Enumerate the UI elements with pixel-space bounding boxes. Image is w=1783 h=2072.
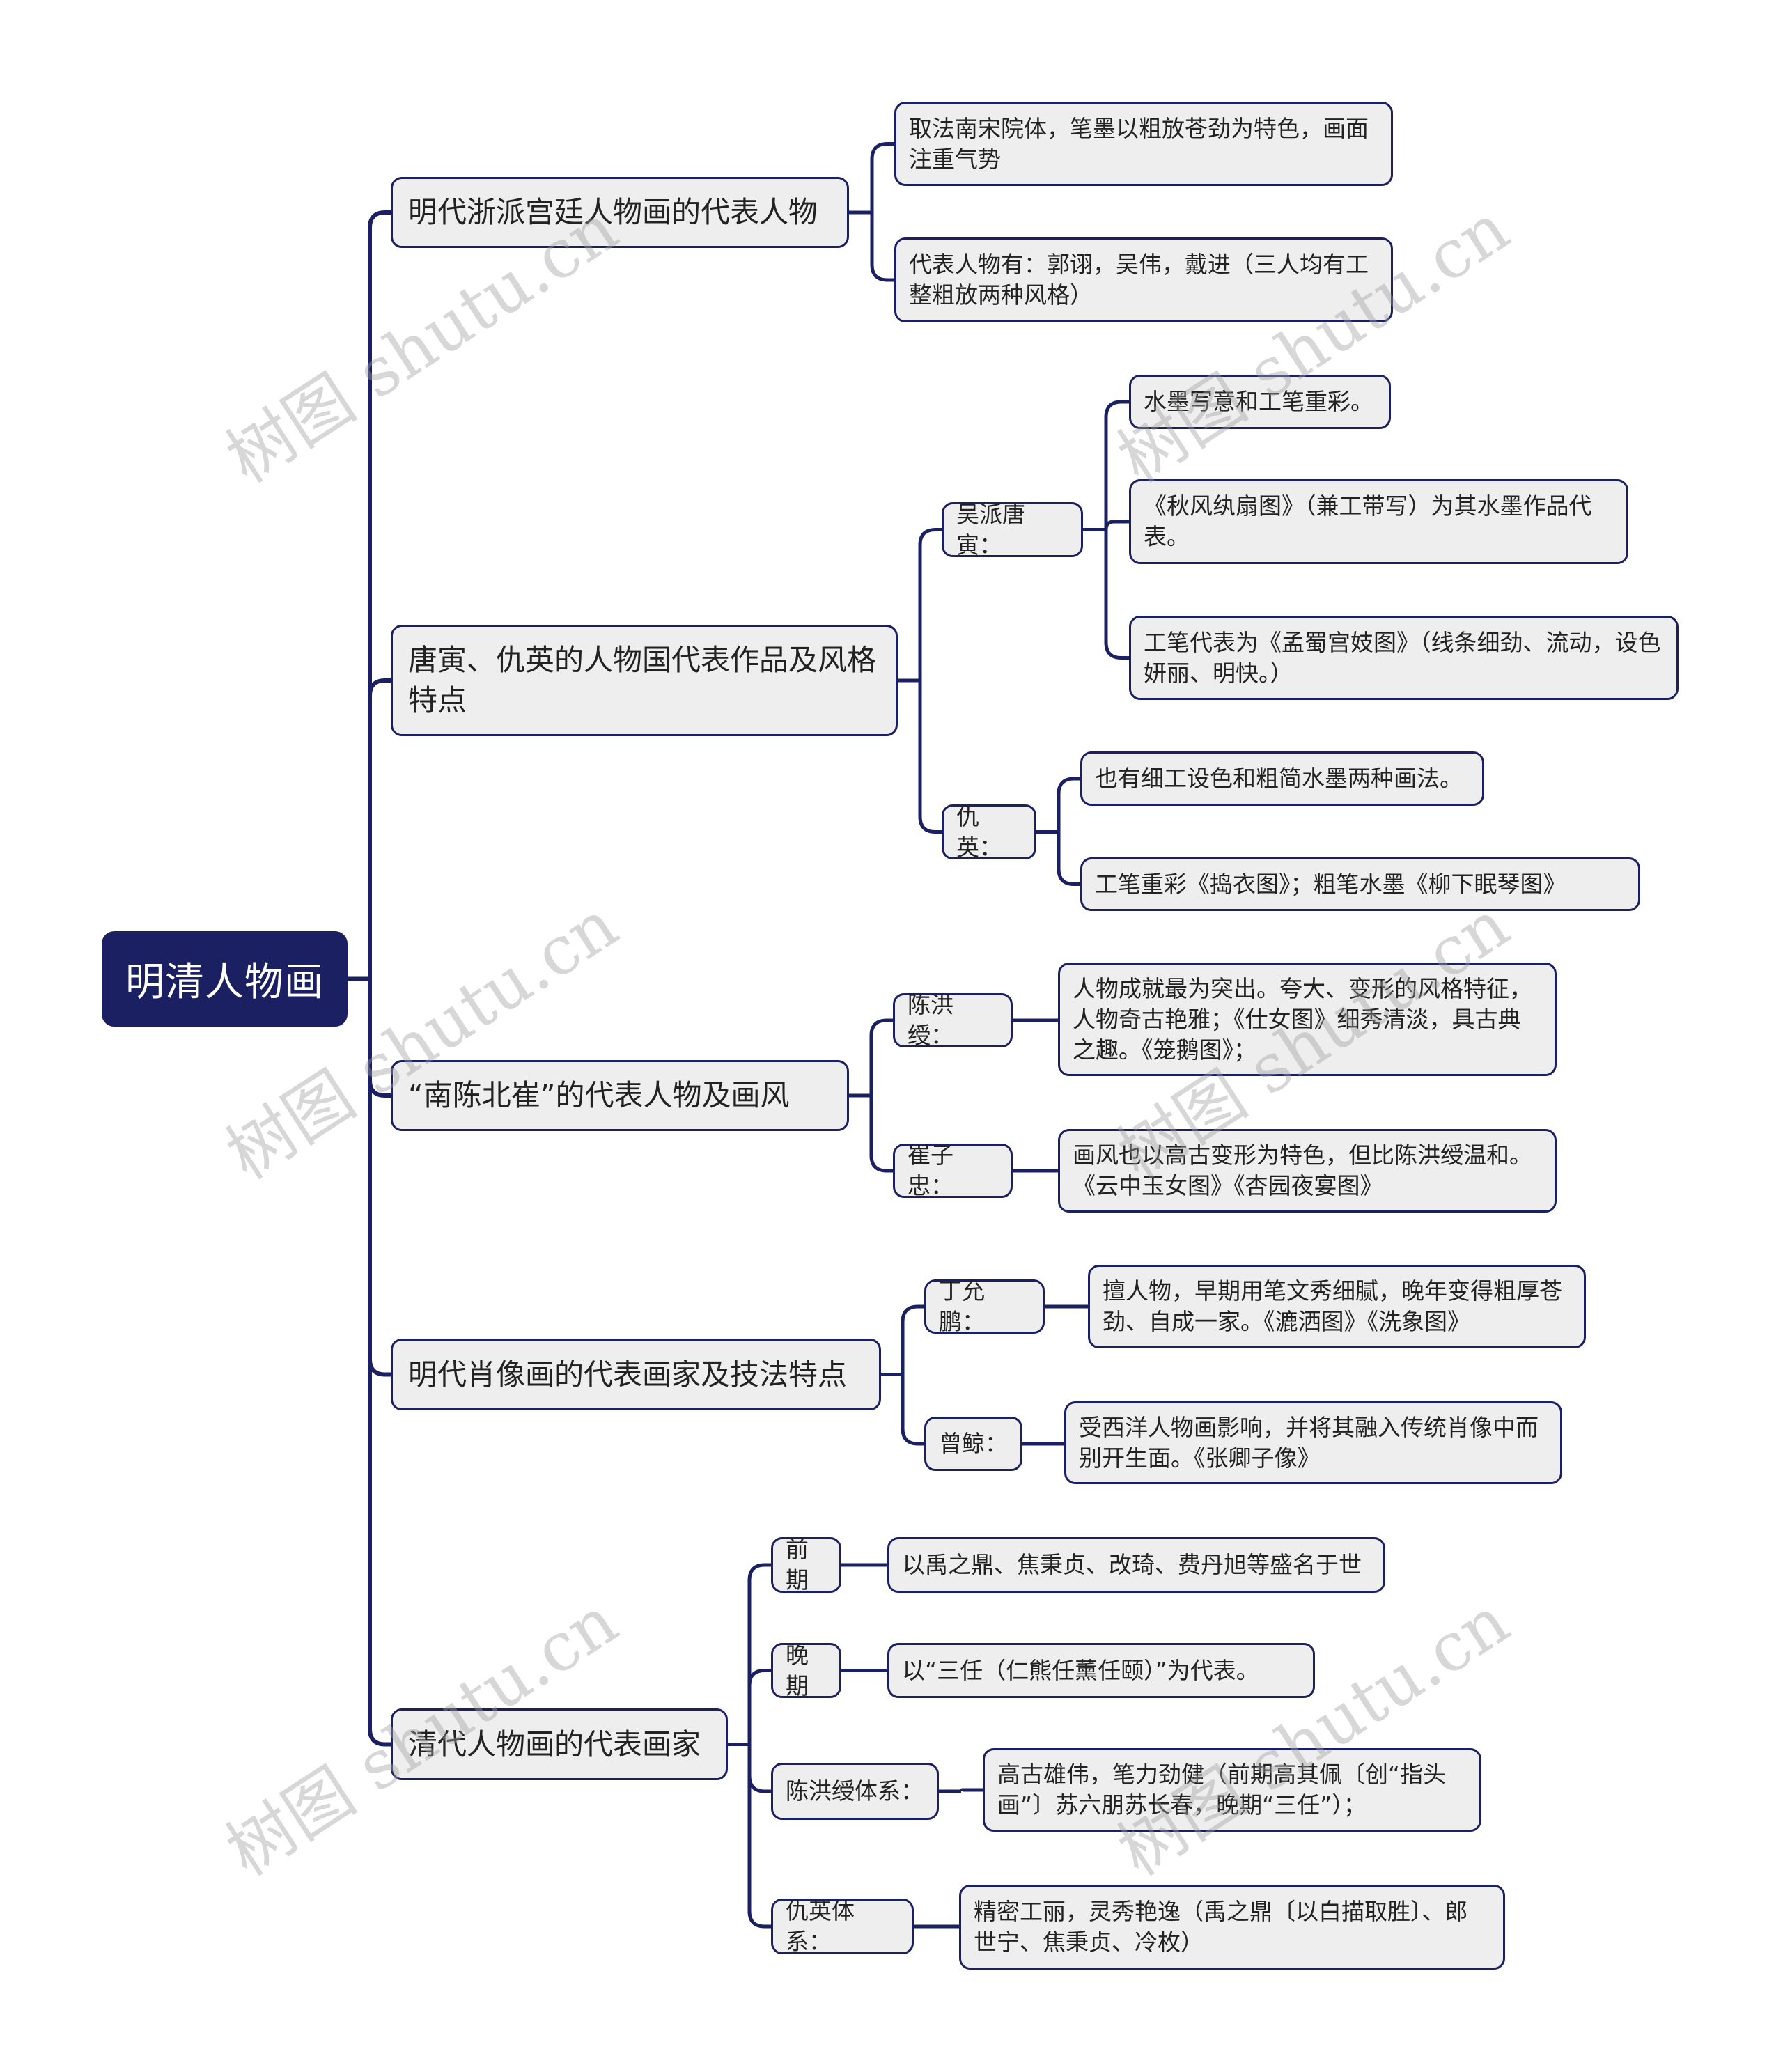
sub-branch-node[interactable]: 仇英： bbox=[942, 803, 1036, 861]
leaf-text: 代表人物有：郭诩，吴伟，戴进（三人均有工整粗放两种风格） bbox=[909, 251, 1369, 309]
sub-branch-node[interactable]: 崔子忠： bbox=[893, 1142, 1013, 1199]
branch-label: 清代人物画的代表画家 bbox=[408, 1727, 701, 1761]
leaf-node[interactable]: 代表人物有：郭诩，吴伟，戴进（三人均有工整粗放两种风格） bbox=[894, 237, 1393, 322]
connector-line bbox=[1104, 529, 1129, 660]
branch-node[interactable]: “南陈北崔”的代表人物及画风 bbox=[391, 1060, 849, 1131]
connector-line bbox=[869, 1096, 893, 1173]
connector-line bbox=[870, 212, 894, 282]
leaf-text: 人物成就最为突出。夸大、变形的风格特征，人物奇古艳雅；《仕女图》细秀清淡，具古典… bbox=[1073, 974, 1532, 1064]
leaf-text: 画风也以高古变形为特色，但比陈洪绶温和。《云中玉女图》《杏园夜宴图》 bbox=[1073, 1142, 1532, 1199]
sub-branch-node[interactable]: 晚期 bbox=[771, 1641, 841, 1699]
leaf-node[interactable]: 擅人物，早期用笔文秀细腻，晚年变得粗厚苍劲、自成一家。《漉洒图》《洗象图》 bbox=[1088, 1265, 1586, 1348]
branch-label: “南陈北崔”的代表人物及画风 bbox=[408, 1078, 790, 1112]
leaf-node[interactable]: 取法南宋院体，笔墨以粗放苍劲为特色，画面注重气势 bbox=[894, 102, 1393, 186]
connector-line bbox=[368, 210, 391, 979]
connector-line bbox=[368, 979, 391, 1098]
sub-branch-node[interactable]: 吴派唐寅： bbox=[942, 501, 1083, 559]
leaf-text: 精密工丽，灵秀艳逸（禹之鼎〔以白描取胜〕、郎世宁、焦秉贞、冷枚） bbox=[974, 1898, 1468, 1956]
leaf-node[interactable]: 画风也以高古变形为特色，但比陈洪绶温和。《云中玉女图》《杏园夜宴图》 bbox=[1058, 1129, 1557, 1213]
root-label: 明清人物画 bbox=[125, 960, 324, 1005]
leaf-text: 也有细工设色和粗简水墨两种画法。 bbox=[1095, 765, 1463, 792]
connector-line bbox=[747, 1563, 771, 1745]
connector-line bbox=[368, 678, 391, 979]
sub-branch-label: 仇英： bbox=[956, 802, 1002, 861]
leaf-text: 工笔代表为《孟蜀宫妓图》（线条细劲、流动，设色妍丽、明快。） bbox=[1144, 628, 1661, 687]
connector-line bbox=[747, 1669, 771, 1745]
leaf-node[interactable]: 人物成就最为突出。夸大、变形的风格特征，人物奇古艳雅；《仕女图》细秀清淡，具古典… bbox=[1058, 963, 1557, 1076]
leaf-text: 受西洋人物画影响，并将其融入传统肖像中而别开生面。《张卿子像》 bbox=[1079, 1413, 1539, 1472]
connector-line bbox=[901, 1374, 924, 1446]
branch-label: 明代浙派宫廷人物画的代表人物 bbox=[408, 195, 818, 229]
leaf-node[interactable]: 高古雄伟，笔力劲健（前期高其佩〔创“指头画”〕苏六朋苏长春，晚期“三任”）； bbox=[983, 1748, 1481, 1832]
connector-line bbox=[1057, 777, 1080, 832]
connector-line bbox=[959, 1788, 983, 1792]
sub-branch-label: 前期 bbox=[786, 1536, 809, 1594]
sub-branch-node[interactable]: 仇英体系： bbox=[771, 1897, 914, 1955]
leaf-node[interactable]: 工笔代表为《孟蜀宫妓图》（线条细劲、流动，设色妍丽、明快。） bbox=[1129, 616, 1679, 700]
leaf-node[interactable]: 受西洋人物画影响，并将其融入传统肖像中而别开生面。《张卿子像》 bbox=[1064, 1401, 1562, 1484]
branch-label: 唐寅、仇英的人物国代表作品及风格特点 bbox=[408, 643, 877, 717]
sub-branch-label: 吴派唐寅： bbox=[956, 500, 1025, 559]
connector-line bbox=[918, 528, 942, 680]
leaf-text: 高古雄伟，笔力劲健（前期高其佩〔创“指头画”〕苏六朋苏长春，晚期“三任”）； bbox=[997, 1761, 1447, 1818]
leaf-text: 《秋风纨扇图》（兼工带写）为其水墨作品代表。 bbox=[1144, 492, 1592, 550]
root-node[interactable]: 明清人物画 bbox=[102, 931, 348, 1027]
branch-node[interactable]: 明代肖像画的代表画家及技法特点 bbox=[391, 1339, 881, 1410]
branch-node[interactable]: 清代人物画的代表画家 bbox=[391, 1708, 728, 1780]
sub-branch-label: 崔子忠： bbox=[908, 1142, 953, 1199]
leaf-text: 以禹之鼎、焦秉贞、改琦、费丹旭等盛名于世 bbox=[902, 1551, 1362, 1578]
sub-branch-label: 陈洪绶： bbox=[908, 991, 953, 1049]
sub-branch-node[interactable]: 丁允鹏： bbox=[924, 1277, 1045, 1335]
branch-node[interactable]: 唐寅、仇英的人物国代表作品及风格特点 bbox=[391, 625, 898, 736]
branch-label: 明代肖像画的代表画家及技法特点 bbox=[408, 1357, 848, 1392]
connector-line bbox=[1057, 832, 1080, 886]
leaf-node[interactable]: 工笔重彩《捣衣图》；粗笔水墨《柳下眠琴图》 bbox=[1080, 857, 1640, 911]
leaf-node[interactable]: 以禹之鼎、焦秉贞、改琦、费丹旭等盛名于世 bbox=[887, 1537, 1385, 1593]
sub-branch-label: 仇英体系： bbox=[786, 1897, 855, 1955]
leaf-node[interactable]: 水墨写意和工笔重彩。 bbox=[1129, 375, 1391, 429]
leaf-node[interactable]: 以“三任（仁熊任薰任颐）”为代表。 bbox=[887, 1643, 1315, 1698]
sub-branch-node[interactable]: 曾鲸： bbox=[924, 1417, 1022, 1471]
sub-branch-label: 丁允鹏： bbox=[939, 1277, 985, 1335]
connector-line bbox=[368, 979, 391, 1377]
leaf-node[interactable]: 精密工丽，灵秀艳逸（禹之鼎〔以白描取胜〕、郎世宁、焦秉贞、冷枚） bbox=[959, 1885, 1505, 1970]
connector-line bbox=[869, 1018, 893, 1096]
sub-branch-node[interactable]: 陈洪绶体系： bbox=[771, 1763, 939, 1820]
sub-branch-label: 陈洪绶体系： bbox=[786, 1777, 924, 1805]
connector-line bbox=[1104, 400, 1129, 530]
sub-branch-node[interactable]: 陈洪绶： bbox=[893, 991, 1013, 1049]
connector-line bbox=[747, 1744, 771, 1929]
connector-line bbox=[747, 1744, 771, 1793]
sub-branch-label: 曾鲸： bbox=[939, 1430, 1008, 1457]
leaf-text: 工笔重彩《捣衣图》；粗笔水墨《柳下眠琴图》 bbox=[1095, 870, 1566, 898]
connector-line bbox=[918, 680, 942, 834]
connector-line bbox=[901, 1304, 924, 1375]
leaf-text: 取法南宋院体，笔墨以粗放苍劲为特色，画面注重气势 bbox=[909, 114, 1369, 173]
leaf-text: 水墨写意和工笔重彩。 bbox=[1144, 388, 1373, 415]
branch-node[interactable]: 明代浙派宫廷人物画的代表人物 bbox=[391, 177, 849, 248]
connector-line bbox=[368, 979, 391, 1747]
sub-branch-label: 晚期 bbox=[786, 1641, 809, 1699]
connector-line bbox=[870, 142, 894, 212]
leaf-node[interactable]: 也有细工设色和粗简水墨两种画法。 bbox=[1080, 751, 1484, 806]
sub-branch-node[interactable]: 前期 bbox=[771, 1536, 841, 1594]
leaf-text: 以“三任（仁熊任薰任颐）”为代表。 bbox=[902, 1656, 1259, 1684]
leaf-node[interactable]: 《秋风纨扇图》（兼工带写）为其水墨作品代表。 bbox=[1129, 479, 1628, 564]
connector-line bbox=[1104, 520, 1129, 530]
leaf-text: 擅人物，早期用笔文秀细腻，晚年变得粗厚苍劲、自成一家。《漉洒图》《洗象图》 bbox=[1103, 1277, 1562, 1335]
